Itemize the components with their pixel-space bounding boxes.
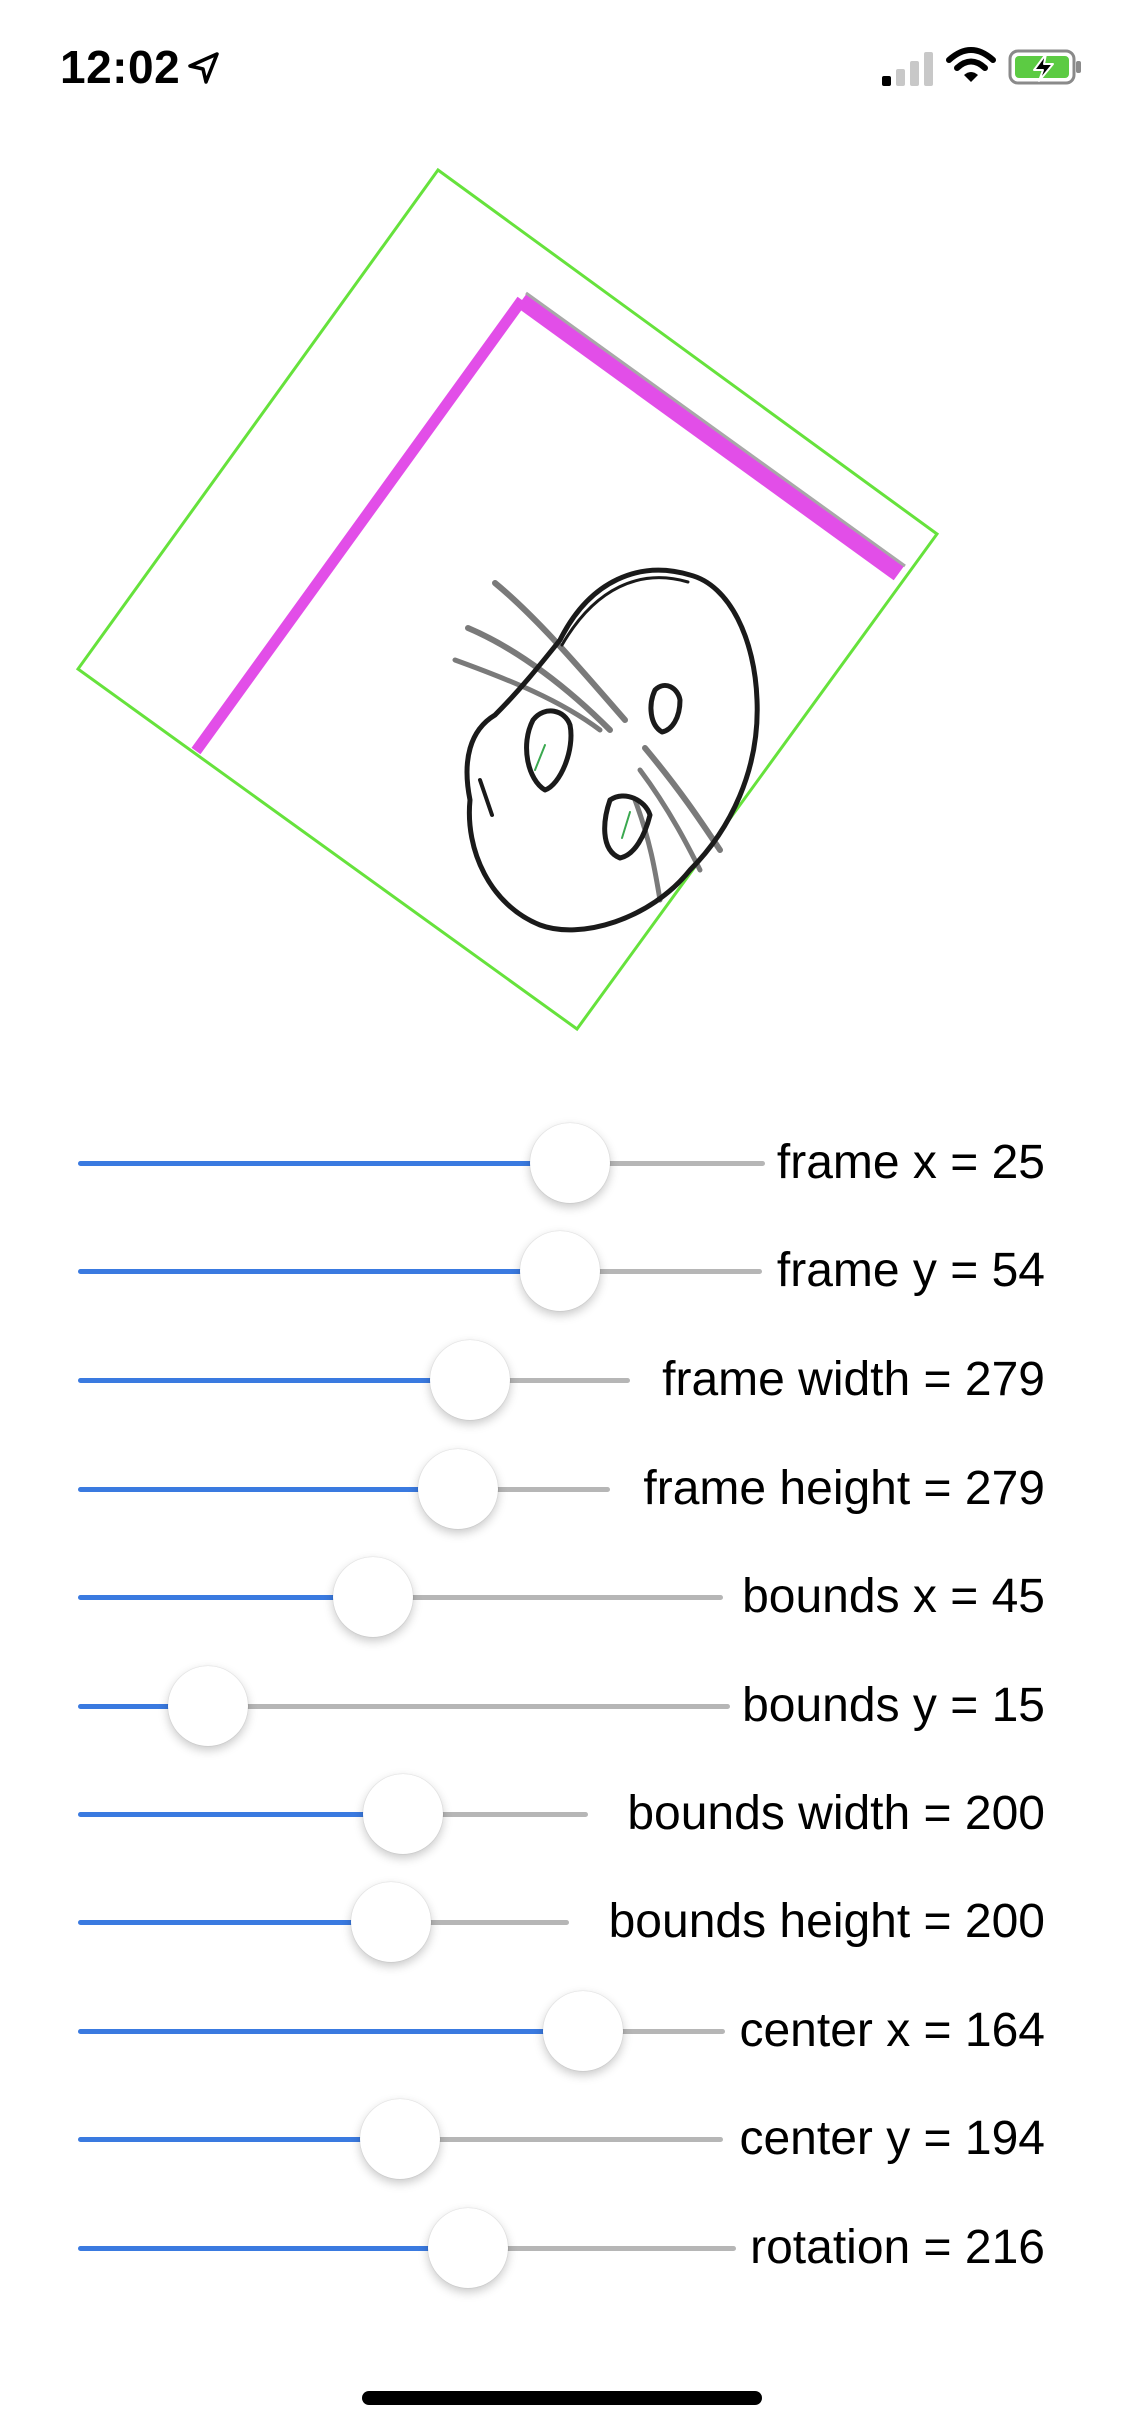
slider-track-filled [78, 2246, 468, 2251]
slider-frame-y[interactable]: frame y = 54 [0, 1221, 1125, 1321]
slider-label: bounds y = 15 [742, 1679, 1045, 1732]
slider-label: frame y = 54 [776, 1244, 1045, 1297]
slider-bounds-height[interactable]: bounds height = 200 [0, 1872, 1125, 1972]
slider-thumb[interactable] [363, 1774, 443, 1854]
slider-thumb[interactable] [520, 1231, 600, 1311]
slider-label: bounds x = 45 [742, 1570, 1045, 1623]
slider-frame-height[interactable]: frame height = 279 [0, 1439, 1125, 1539]
slider-track-filled [78, 1269, 560, 1274]
slider-label: bounds height = 200 [608, 1895, 1045, 1948]
slider-thumb[interactable] [428, 2208, 508, 2288]
wifi-icon [946, 47, 996, 82]
slider-track-empty [470, 1378, 630, 1383]
slider-track-filled [78, 1812, 403, 1817]
frame-outline [75, 167, 940, 1032]
slider-label: center x = 164 [739, 2004, 1045, 2057]
slider-track-filled [78, 1161, 570, 1166]
slider-thumb[interactable] [530, 1123, 610, 1203]
slider-track-empty [458, 1487, 610, 1492]
slider-center-x[interactable]: center x = 164 [0, 1981, 1125, 2081]
home-indicator[interactable] [362, 2391, 762, 2405]
slider-label: frame x = 25 [776, 1136, 1045, 1189]
slider-frame-width[interactable]: frame width = 279 [0, 1330, 1125, 1430]
slider-thumb[interactable] [360, 2099, 440, 2179]
slider-track-empty [570, 1161, 765, 1166]
slider-track-empty [208, 1704, 730, 1709]
slider-track-empty [373, 1595, 723, 1600]
slider-track-empty [583, 2029, 725, 2034]
slider-track-empty [403, 1812, 588, 1817]
cellular-signal-icon [882, 52, 933, 86]
slider-track-filled [78, 1487, 458, 1492]
slider-track-empty [468, 2246, 736, 2251]
slider-label: center y = 194 [739, 2112, 1045, 2165]
bounds-left-edge [191, 296, 527, 755]
slider-track-filled [78, 1595, 373, 1600]
slider-track-empty [391, 1920, 569, 1925]
slider-thumb[interactable] [418, 1449, 498, 1529]
slider-center-y[interactable]: center y = 194 [0, 2089, 1125, 2189]
bounds-top-highlight [525, 291, 906, 568]
battery-charging-icon [1008, 49, 1081, 85]
location-arrow-icon [188, 52, 219, 84]
status-time: 12:02 [60, 41, 181, 93]
bounds-top-edge [516, 292, 905, 581]
slider-label: frame height = 279 [643, 1462, 1045, 1515]
slider-thumb[interactable] [430, 1340, 510, 1420]
slider-bounds-x[interactable]: bounds x = 45 [0, 1547, 1125, 1647]
slider-track-filled [78, 2029, 583, 2034]
rotated-view-canvas [75, 167, 940, 1032]
slider-thumb[interactable] [543, 1991, 623, 2071]
slider-track-filled [78, 1920, 391, 1925]
slider-track-filled [78, 1378, 470, 1383]
slider-frame-x[interactable]: frame x = 25 [0, 1113, 1125, 1213]
slider-bounds-width[interactable]: bounds width = 200 [0, 1764, 1125, 1864]
slider-track-filled [78, 2137, 400, 2142]
slider-track-empty [560, 1269, 762, 1274]
slider-thumb[interactable] [333, 1557, 413, 1637]
slider-label: frame width = 279 [662, 1353, 1045, 1406]
slider-track-empty [400, 2137, 723, 2142]
slider-label: bounds width = 200 [627, 1787, 1045, 1840]
slider-bounds-y[interactable]: bounds y = 15 [0, 1656, 1125, 1756]
cat-drawing [452, 567, 760, 933]
status-bar: 12:02 [0, 0, 1125, 132]
slider-thumb[interactable] [351, 1882, 431, 1962]
slider-thumb[interactable] [168, 1666, 248, 1746]
slider-rotation[interactable]: rotation = 216 [0, 2198, 1125, 2298]
slider-label: rotation = 216 [750, 2221, 1045, 2274]
slider-track-filled [78, 1704, 208, 1709]
